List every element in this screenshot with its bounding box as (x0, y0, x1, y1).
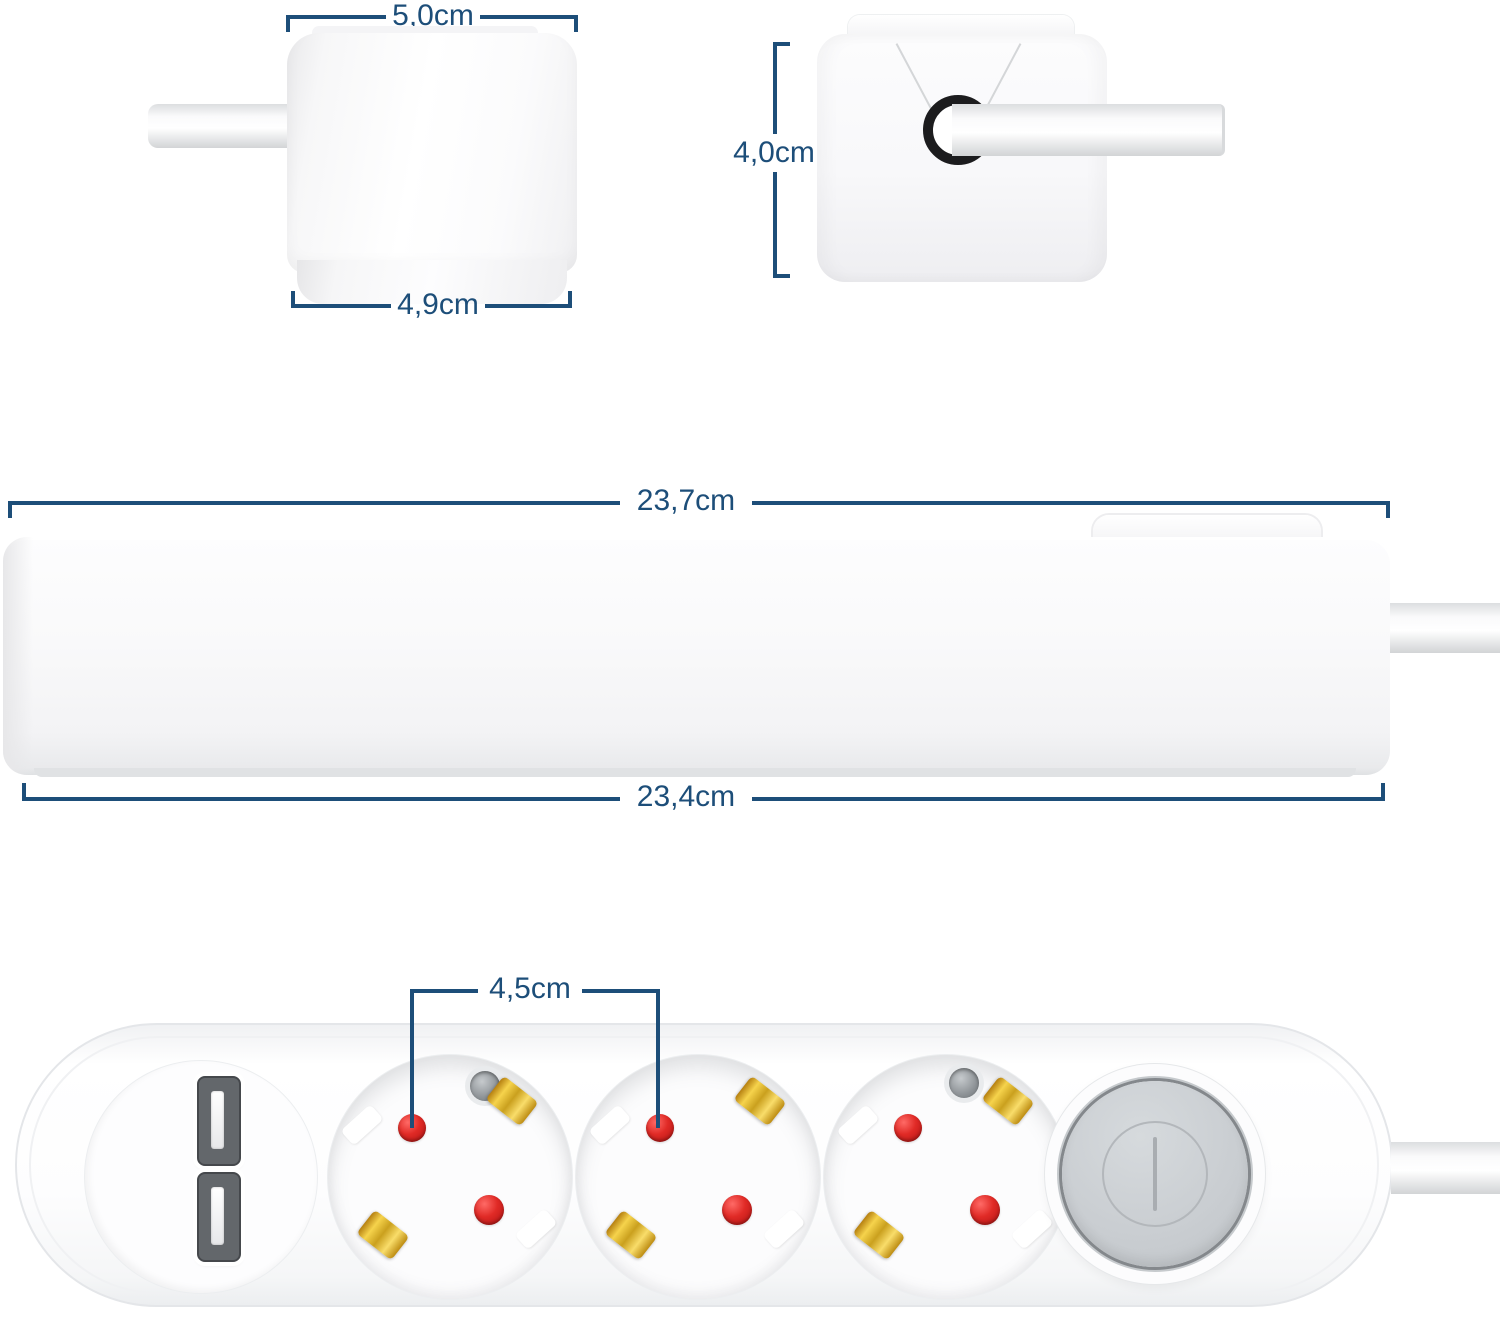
child-protection-dot (970, 1195, 1000, 1225)
dimension-line (656, 989, 660, 1128)
dimension-line (752, 501, 1390, 505)
dimension-line (410, 989, 414, 1128)
usb-tongue (211, 1187, 224, 1245)
child-protection-dot (894, 1114, 922, 1142)
dimension-line (485, 304, 572, 308)
plug-cable (148, 104, 293, 148)
socket-contact (604, 1209, 658, 1261)
dimension-line (582, 989, 660, 993)
plug-side-view: 4,0cm (700, 0, 1500, 340)
socket-contact (356, 1209, 410, 1261)
usb-port (197, 1076, 241, 1166)
dimension-line (773, 172, 777, 278)
earth-notch (836, 1104, 880, 1146)
strip-top-view: 4,5cm (0, 960, 1500, 1318)
plug-foot (297, 260, 567, 304)
usb-tongue (211, 1091, 224, 1149)
child-protection-dot (474, 1195, 504, 1225)
strip-cable (1390, 603, 1500, 653)
strip-cable (1391, 1142, 1500, 1194)
dimension-tick (773, 274, 790, 278)
plug-top-view: 5,0cm 4,9cm (0, 0, 700, 340)
usb-port (197, 1172, 241, 1262)
earth-notch (762, 1208, 806, 1250)
dimension-line (22, 797, 620, 801)
dimension-label: 4,0cm (733, 136, 815, 169)
plug-body (287, 33, 577, 273)
earth-notch (588, 1104, 632, 1146)
child-protection-dot (646, 1114, 674, 1142)
dimension-line (286, 15, 386, 19)
dimension-tick (291, 291, 295, 308)
dimension-label: 23,4cm (636, 780, 736, 813)
dimension-line (8, 501, 620, 505)
strip-base-line (34, 768, 1356, 777)
dimension-tick (1381, 783, 1385, 801)
dimension-tick (286, 15, 290, 32)
dimension-tick (8, 501, 12, 518)
dimension-tick (773, 42, 790, 46)
power-button-inner-circle (1102, 1121, 1208, 1227)
dimension-line (773, 42, 777, 134)
dimension-tick (574, 15, 578, 32)
schuko-socket (328, 1055, 572, 1299)
dimension-line (480, 15, 578, 19)
plug-cable (952, 104, 1225, 156)
dimension-label: 23,7cm (636, 484, 736, 517)
dimension-line (414, 989, 478, 993)
strip-side-view: 23,7cm 23,4cm (0, 460, 1500, 840)
screw-hole (949, 1068, 979, 1098)
dimension-line (291, 304, 391, 308)
dimension-tick (568, 291, 572, 308)
earth-notch (514, 1208, 558, 1250)
earth-notch (1010, 1208, 1054, 1250)
schuko-socket (824, 1055, 1068, 1299)
dimension-label: 4,5cm (489, 972, 571, 1005)
dimension-line (752, 797, 1385, 801)
schuko-socket (576, 1055, 820, 1299)
child-protection-dot (722, 1195, 752, 1225)
dimension-tick (1386, 501, 1390, 518)
dimension-label: 4,9cm (397, 288, 479, 321)
strip-body (3, 537, 1390, 775)
earth-notch (340, 1104, 384, 1146)
power-icon (1153, 1137, 1157, 1211)
dimension-tick (22, 783, 26, 801)
socket-contact (852, 1209, 906, 1261)
strip-left-edge-shade (3, 537, 33, 775)
